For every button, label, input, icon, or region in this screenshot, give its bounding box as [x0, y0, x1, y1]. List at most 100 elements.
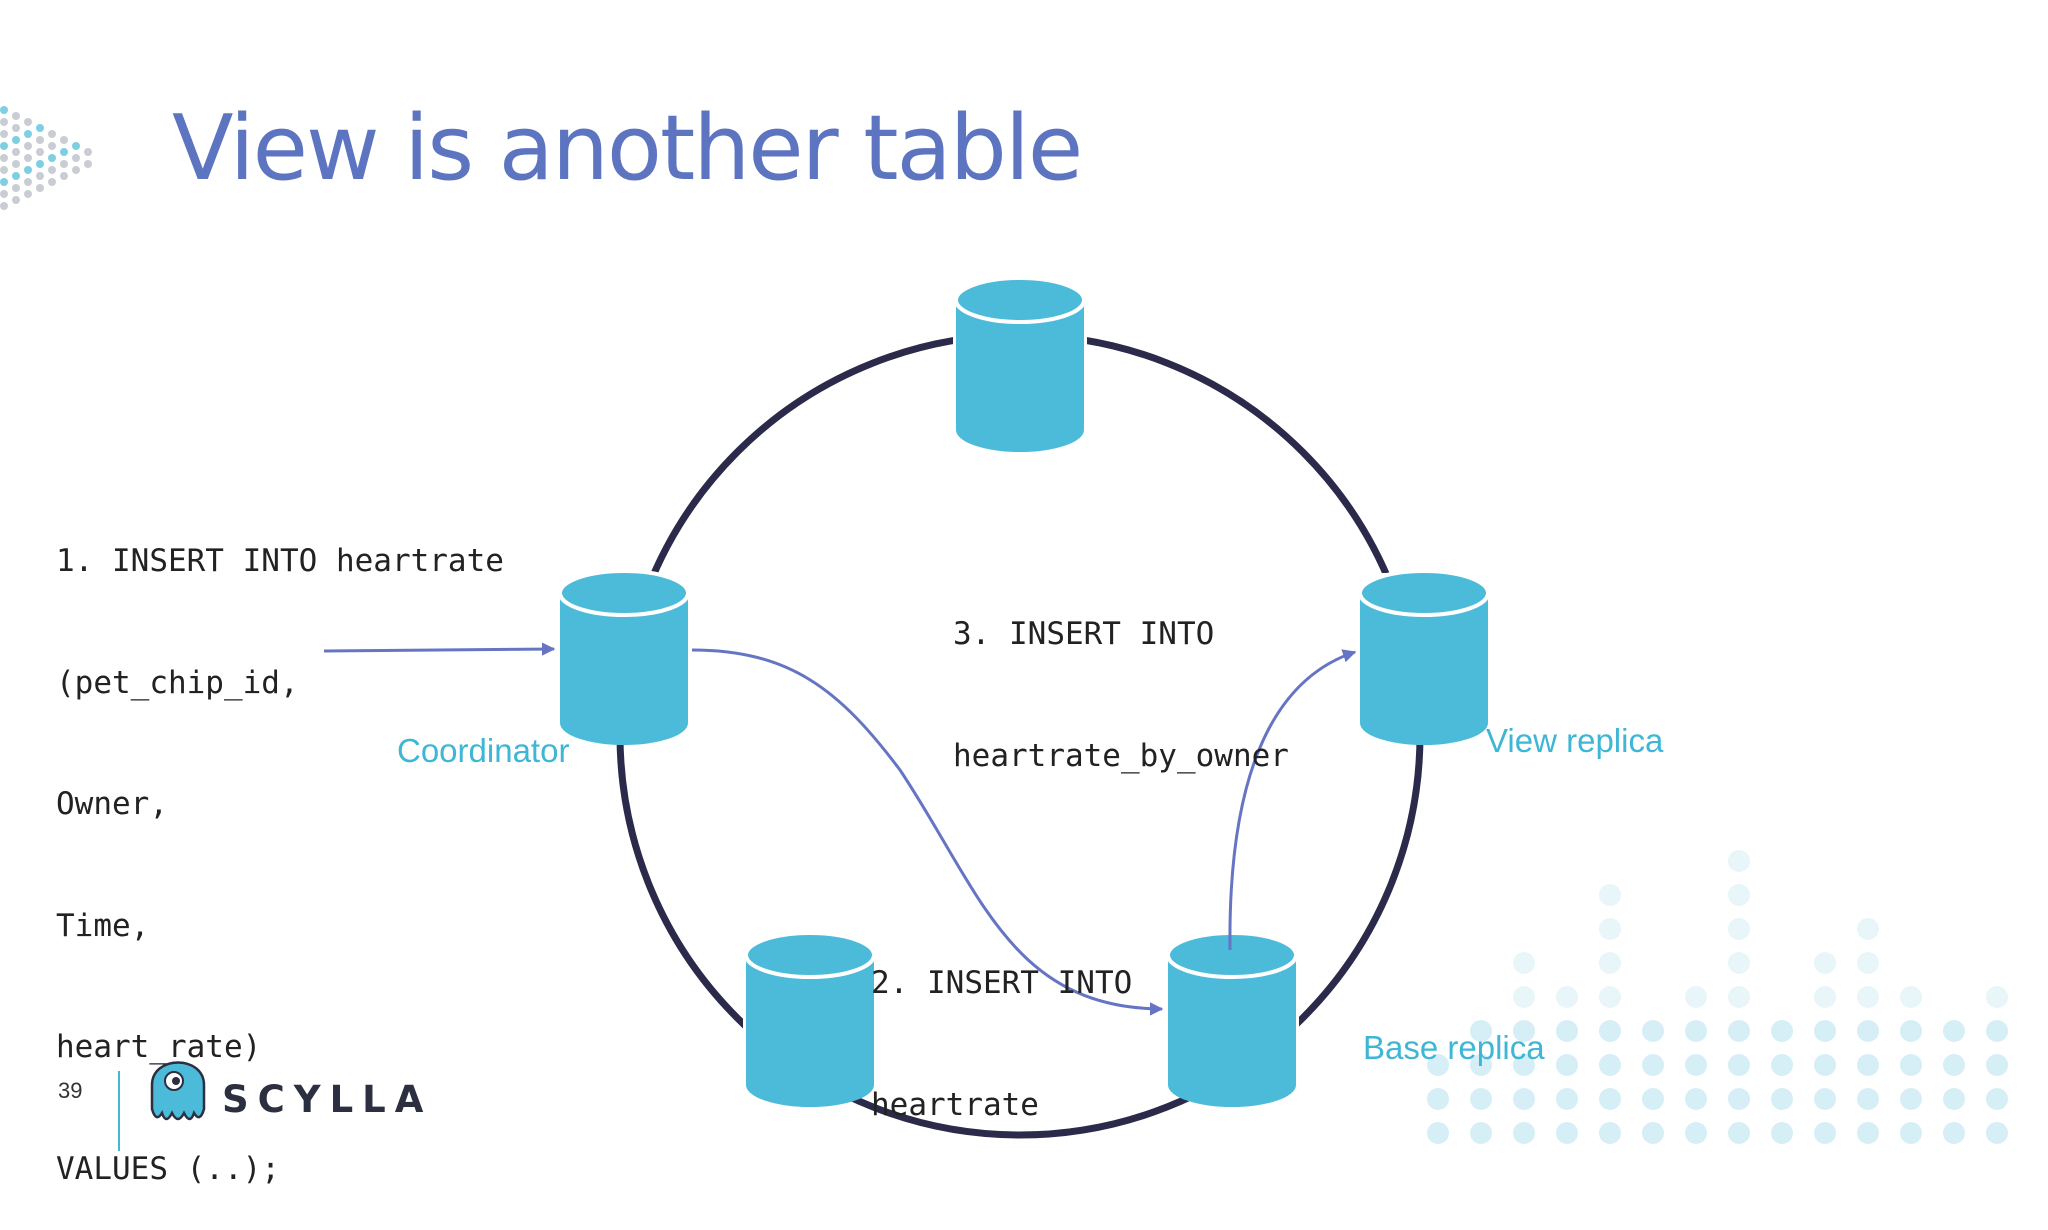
decor-dot	[1470, 1122, 1492, 1144]
decor-dot	[60, 172, 68, 180]
decor-dot	[1814, 952, 1836, 974]
decor-dot	[1900, 986, 1922, 1008]
decor-dot	[24, 166, 32, 174]
page-number: 39	[58, 1078, 83, 1103]
decor-dot	[1900, 1020, 1922, 1042]
decor-dot	[0, 142, 8, 150]
decor-dot	[0, 190, 8, 198]
decor-dot	[24, 190, 32, 198]
decor-dot	[1685, 1122, 1707, 1144]
decor-dot	[24, 178, 32, 186]
decor-dot	[1771, 1054, 1793, 1076]
decor-dot	[1642, 1020, 1664, 1042]
statement-step3: 3. INSERT INTO heartrate_by_owner	[953, 533, 1289, 817]
node-coordinator	[557, 569, 691, 745]
decor-dot	[1943, 1122, 1965, 1144]
decor-dot	[1728, 1122, 1750, 1144]
decor-dot	[1642, 1088, 1664, 1110]
label-base-replica: Base replica	[1363, 1029, 1545, 1066]
node-view-replica	[1357, 569, 1491, 745]
decor-dot	[1642, 1122, 1664, 1144]
decor-dot	[1685, 1088, 1707, 1110]
decor-dot	[1470, 1088, 1492, 1110]
node-base-replica	[1165, 931, 1299, 1107]
statement-step1-line: Owner,	[56, 786, 168, 822]
decor-dot	[72, 142, 80, 150]
decor-dot	[1728, 1054, 1750, 1076]
decor-dot	[12, 124, 20, 132]
decor-dot	[1685, 1054, 1707, 1076]
decor-dot	[1857, 1122, 1879, 1144]
decor-dot	[48, 178, 56, 186]
label-coordinator: Coordinator	[397, 732, 570, 769]
decor-dot	[1728, 918, 1750, 940]
decor-dot	[72, 154, 80, 162]
decor-dot	[1986, 1088, 2008, 1110]
decor-dot	[1900, 1054, 1922, 1076]
decor-dot	[12, 172, 20, 180]
decor-dot-pattern-bottom-right	[1427, 850, 2008, 1144]
scylla-monster-logo-icon	[150, 1061, 206, 1121]
decor-dot	[72, 166, 80, 174]
decor-dot	[0, 106, 8, 114]
decor-dot	[1599, 884, 1621, 906]
label-view-replica: View replica	[1486, 722, 1664, 759]
decor-dot	[1728, 850, 1750, 872]
decor-dot	[1814, 986, 1836, 1008]
statement-step2-line: 2. INSERT INTO	[871, 965, 1133, 1001]
arrow-client-to-coordinator	[323, 642, 556, 656]
decor-dot	[1685, 1020, 1707, 1042]
decor-dot	[36, 148, 44, 156]
decor-dot	[48, 166, 56, 174]
node-top	[953, 276, 1087, 452]
decor-dot	[1470, 1020, 1492, 1042]
decor-dot	[1513, 1088, 1535, 1110]
statement-step3-line: heartrate_by_owner	[953, 737, 1289, 774]
decor-dot	[1642, 1054, 1664, 1076]
statement-step1-line: heart_rate)	[56, 1029, 262, 1065]
brand-wordmark: SCYLLA	[222, 1078, 433, 1121]
decor-dot	[1728, 884, 1750, 906]
decor-dot	[84, 160, 92, 168]
decor-dot	[1685, 986, 1707, 1008]
statement-step1-line: 1. INSERT INTO heartrate	[56, 543, 504, 579]
decor-dot	[1728, 1088, 1750, 1110]
decor-dot	[0, 154, 8, 162]
decor-dot	[48, 142, 56, 150]
statement-step3-line: 3. INSERT INTO	[953, 616, 1215, 652]
decor-dot	[1599, 1122, 1621, 1144]
decor-dot	[1814, 1088, 1836, 1110]
decor-dot	[36, 124, 44, 132]
decor-dot	[1599, 1054, 1621, 1076]
decor-dot	[36, 160, 44, 168]
decor-dot	[1556, 1088, 1578, 1110]
decor-dot	[1986, 986, 2008, 1008]
decor-dot	[1857, 1088, 1879, 1110]
statement-step1-line: Time,	[56, 907, 150, 944]
decor-dot	[1728, 986, 1750, 1008]
decor-dot	[24, 142, 32, 150]
decor-dot	[1513, 1054, 1535, 1076]
decor-dot	[1470, 1054, 1492, 1076]
decor-dot	[1943, 1020, 1965, 1042]
decor-dot	[1513, 952, 1535, 974]
decor-dot	[60, 148, 68, 156]
decor-dot	[1728, 1020, 1750, 1042]
decor-dot	[1857, 952, 1879, 974]
decor-dot	[36, 184, 44, 192]
decor-dot	[0, 178, 8, 186]
decor-dot	[0, 130, 8, 138]
decor-dot	[1513, 1122, 1535, 1144]
decor-dot	[12, 136, 20, 144]
decor-dot	[0, 202, 8, 210]
decor-dot	[0, 166, 8, 174]
decor-dot	[48, 130, 56, 138]
decor-dot	[1513, 986, 1535, 1008]
decor-dot	[1986, 1054, 2008, 1076]
decor-dot	[1556, 1122, 1578, 1144]
decor-dot	[24, 154, 32, 162]
decor-dot	[84, 148, 92, 156]
decor-dot	[1771, 1122, 1793, 1144]
ring-diagram	[323, 276, 1491, 1139]
decor-dot	[1857, 918, 1879, 940]
